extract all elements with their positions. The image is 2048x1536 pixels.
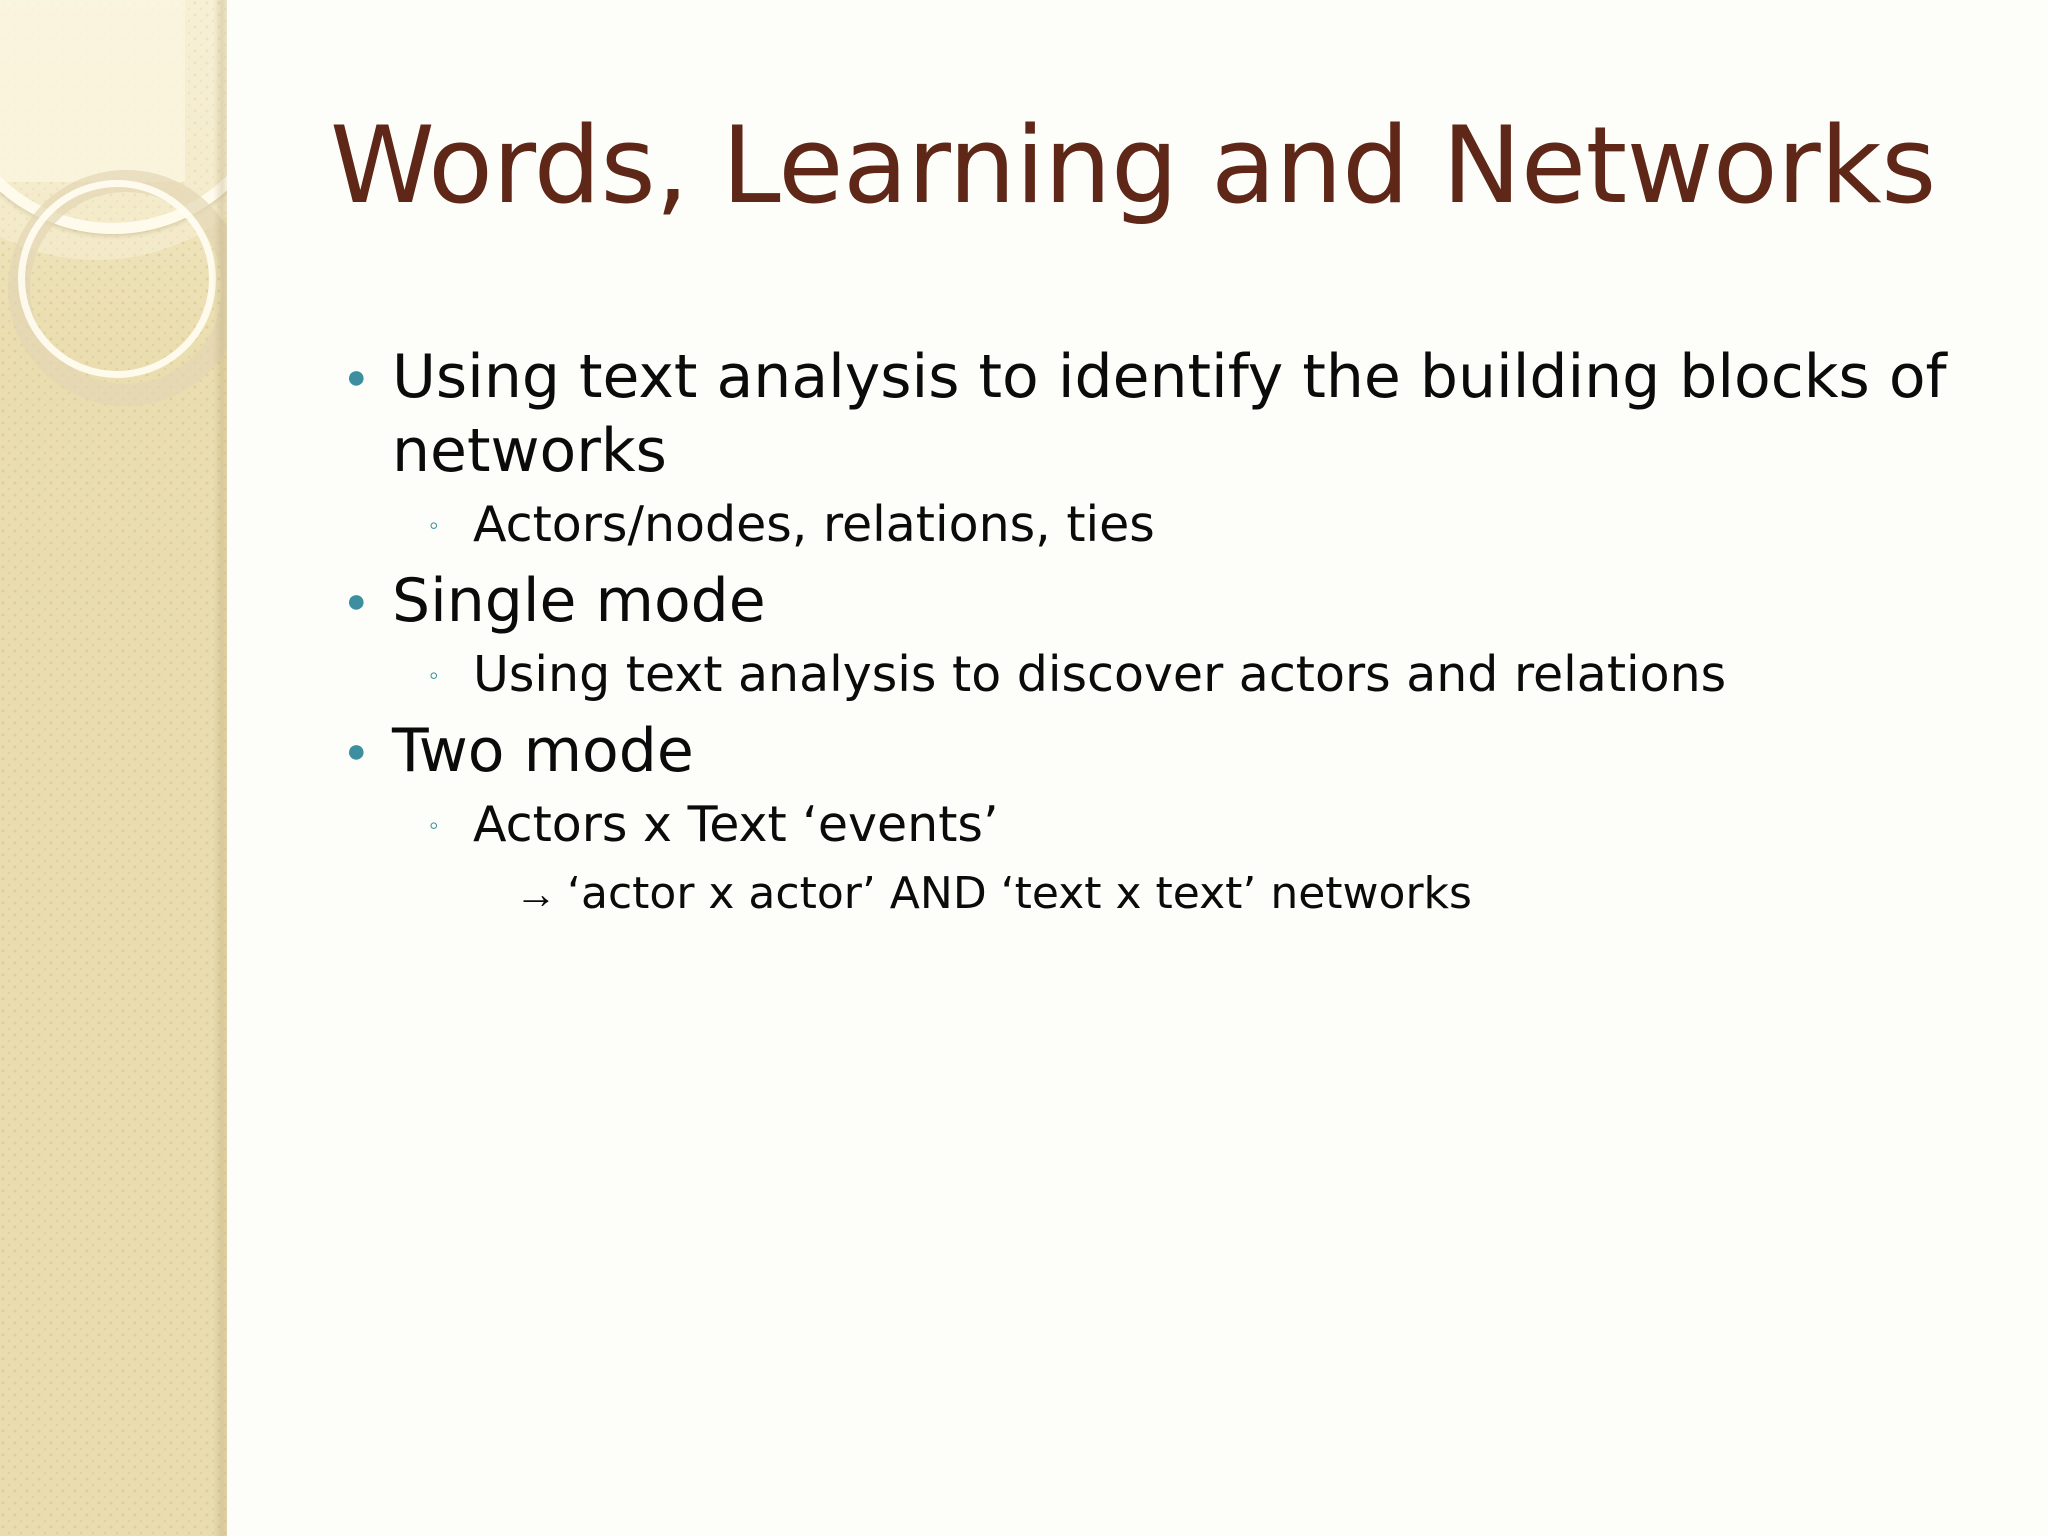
slide-body: ● Using text analysis to identify the bu… bbox=[340, 340, 1960, 930]
bullet-text: Actors/nodes, relations, ties bbox=[473, 496, 1155, 553]
bullet-item-level2: ◦ Actors/nodes, relations, ties bbox=[425, 492, 1960, 558]
bullet-dot-icon: ● bbox=[346, 358, 367, 396]
sidebar-lower-ring-cream-icon bbox=[18, 180, 216, 378]
bullet-circle-icon: ◦ bbox=[429, 660, 439, 690]
bullet-item-level1: ● Two mode bbox=[340, 714, 1960, 788]
bullet-text: Using text analysis to discover actors a… bbox=[473, 646, 1727, 703]
bullet-item-level2: ◦ Using text analysis to discover actors… bbox=[425, 642, 1960, 708]
bullet-text: ‘actor x actor’ AND ‘text x text’ networ… bbox=[567, 868, 1472, 919]
bullet-text: Two mode bbox=[392, 716, 694, 786]
arrow-right-icon: → bbox=[515, 870, 557, 917]
bullet-dot-icon: ● bbox=[346, 732, 367, 770]
bullet-text: Single mode bbox=[392, 566, 766, 636]
bullet-text: Actors x Text ‘events’ bbox=[473, 796, 999, 853]
bullet-circle-icon: ◦ bbox=[429, 510, 439, 540]
bullet-text: Using text analysis to identify the buil… bbox=[392, 342, 1947, 486]
sidebar-edge-shadow bbox=[213, 0, 227, 1536]
bullet-item-level3: → ‘actor x actor’ AND ‘text x text’ netw… bbox=[515, 864, 1960, 924]
bullet-item-level2: ◦ Actors x Text ‘events’ bbox=[425, 792, 1960, 858]
bullet-item-level1: ● Using text analysis to identify the bu… bbox=[340, 340, 1960, 488]
slide-title: Words, Learning and Networks bbox=[330, 104, 1936, 227]
bullet-circle-icon: ◦ bbox=[429, 810, 439, 840]
bullet-item-level1: ● Single mode bbox=[340, 564, 1960, 638]
decorative-sidebar bbox=[0, 0, 227, 1536]
bullet-dot-icon: ● bbox=[346, 582, 367, 620]
